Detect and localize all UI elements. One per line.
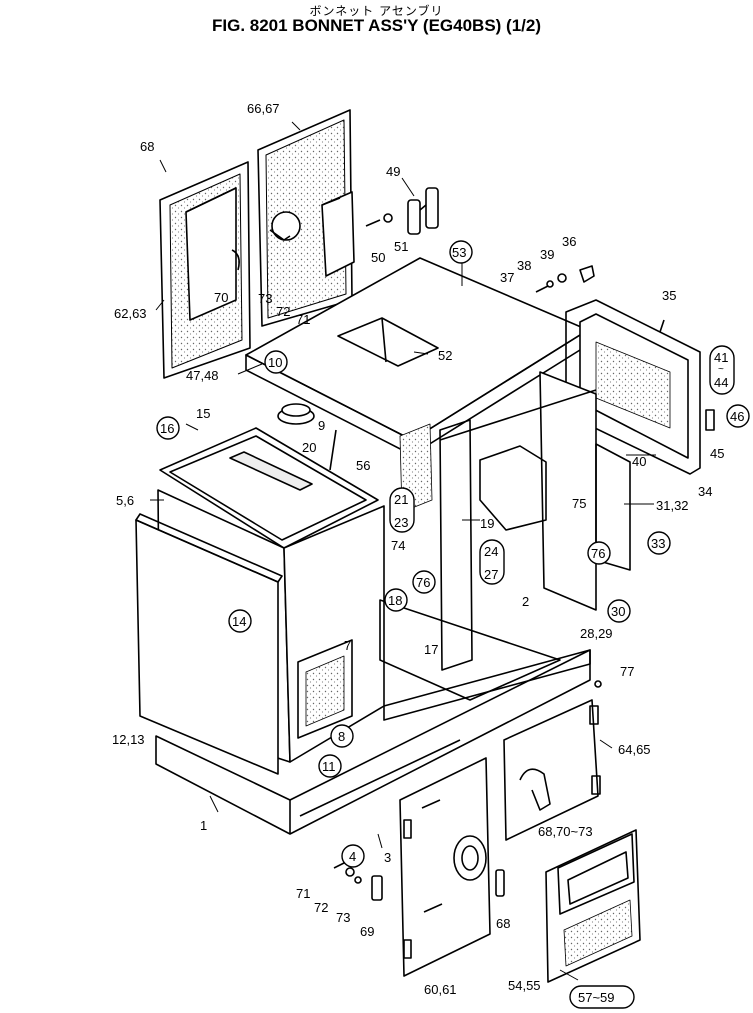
title-japanese: ボンネット アセンブリ bbox=[309, 4, 444, 18]
figure-title: FIG. 8201 BONNET ASS'Y (EG40BS) (1/2) bbox=[211, 16, 542, 35]
side-door-panel bbox=[159, 161, 251, 379]
callout: 15 bbox=[196, 406, 210, 421]
lower-front-door bbox=[399, 757, 491, 977]
callout: 2 bbox=[522, 594, 529, 609]
callout: 66,67 bbox=[247, 101, 280, 116]
callout: 71 bbox=[296, 886, 310, 901]
bolt-set bbox=[535, 265, 595, 293]
callout: 3 bbox=[384, 850, 391, 865]
callout: 68 bbox=[496, 916, 510, 931]
callout: 41 bbox=[714, 350, 728, 365]
control-panel bbox=[545, 829, 641, 983]
callout: 5,6 bbox=[116, 493, 134, 508]
callout: 37 bbox=[500, 270, 514, 285]
callout: 28,29 bbox=[580, 626, 613, 641]
callout: 44 bbox=[714, 375, 728, 390]
callout: 75 bbox=[572, 496, 586, 511]
callout: 74 bbox=[391, 538, 405, 553]
callout: 9 bbox=[318, 418, 325, 433]
callout: 69 bbox=[360, 924, 374, 939]
callout: 49 bbox=[386, 164, 400, 179]
callout: 46 bbox=[730, 409, 744, 424]
callout: 53 bbox=[452, 245, 466, 260]
lower-right-door bbox=[503, 680, 602, 841]
callout: 12,13 bbox=[112, 732, 145, 747]
callout: 76 bbox=[591, 546, 605, 561]
callout: 7 bbox=[344, 638, 351, 653]
callout: 60,61 bbox=[424, 982, 457, 997]
callout: 47,48 bbox=[186, 368, 219, 383]
callout-labels: 66,67 68 49 53 36 39 38 37 50 51 35 70 7… bbox=[112, 101, 750, 1009]
callout: 8 bbox=[338, 729, 345, 744]
callout: 1 bbox=[200, 818, 207, 833]
callout: 14 bbox=[232, 614, 246, 629]
callout: 20 bbox=[302, 440, 316, 455]
callout: 57~59 bbox=[578, 990, 615, 1005]
base-frame bbox=[155, 599, 591, 835]
callout: 23 bbox=[394, 515, 408, 530]
callout: 70 bbox=[214, 290, 228, 305]
callout: 36 bbox=[562, 234, 576, 249]
callout: 73 bbox=[258, 291, 272, 306]
callout: 31,32 bbox=[656, 498, 689, 513]
callout: 40 bbox=[632, 454, 646, 469]
leader-lines bbox=[150, 121, 656, 981]
callout: 24 bbox=[484, 544, 498, 559]
callout: 39 bbox=[540, 247, 554, 262]
callout: 68 bbox=[140, 139, 154, 154]
callout: 16 bbox=[160, 421, 174, 436]
callout: 62,63 bbox=[114, 306, 147, 321]
callout: 19 bbox=[480, 516, 494, 531]
callout: 50 bbox=[371, 250, 385, 265]
callout: 64,65 bbox=[618, 742, 651, 757]
filler-cap bbox=[277, 403, 337, 471]
callout: 11 bbox=[322, 759, 336, 774]
hinge-bracket bbox=[365, 187, 439, 235]
fastener-set bbox=[333, 861, 505, 901]
engine-housing bbox=[135, 427, 385, 775]
callout: 17 bbox=[424, 642, 438, 657]
callout: 68,70~73 bbox=[538, 824, 593, 839]
callout: 45 bbox=[710, 446, 724, 461]
callout: 10 bbox=[268, 355, 282, 370]
callout: 4 bbox=[349, 849, 356, 864]
callout: 30 bbox=[611, 604, 625, 619]
callout: 73 bbox=[336, 910, 350, 925]
callout: 72 bbox=[276, 304, 290, 319]
callout: 71 bbox=[296, 312, 310, 327]
callout: 54,55 bbox=[508, 978, 541, 993]
callout: 35 bbox=[662, 288, 676, 303]
callout: 76 bbox=[416, 575, 430, 590]
callout: 18 bbox=[388, 593, 402, 608]
callout: 72 bbox=[314, 900, 328, 915]
callout: 33 bbox=[651, 536, 665, 551]
callout: 52 bbox=[438, 348, 452, 363]
callout: 34 bbox=[698, 484, 712, 499]
callout: 77 bbox=[620, 664, 634, 679]
callout: 21 bbox=[394, 492, 408, 507]
callout: 51 bbox=[394, 239, 408, 254]
callout: 38 bbox=[517, 258, 531, 273]
svg-text:~: ~ bbox=[718, 364, 724, 375]
callout: 56 bbox=[356, 458, 370, 473]
callout: 27 bbox=[484, 567, 498, 582]
